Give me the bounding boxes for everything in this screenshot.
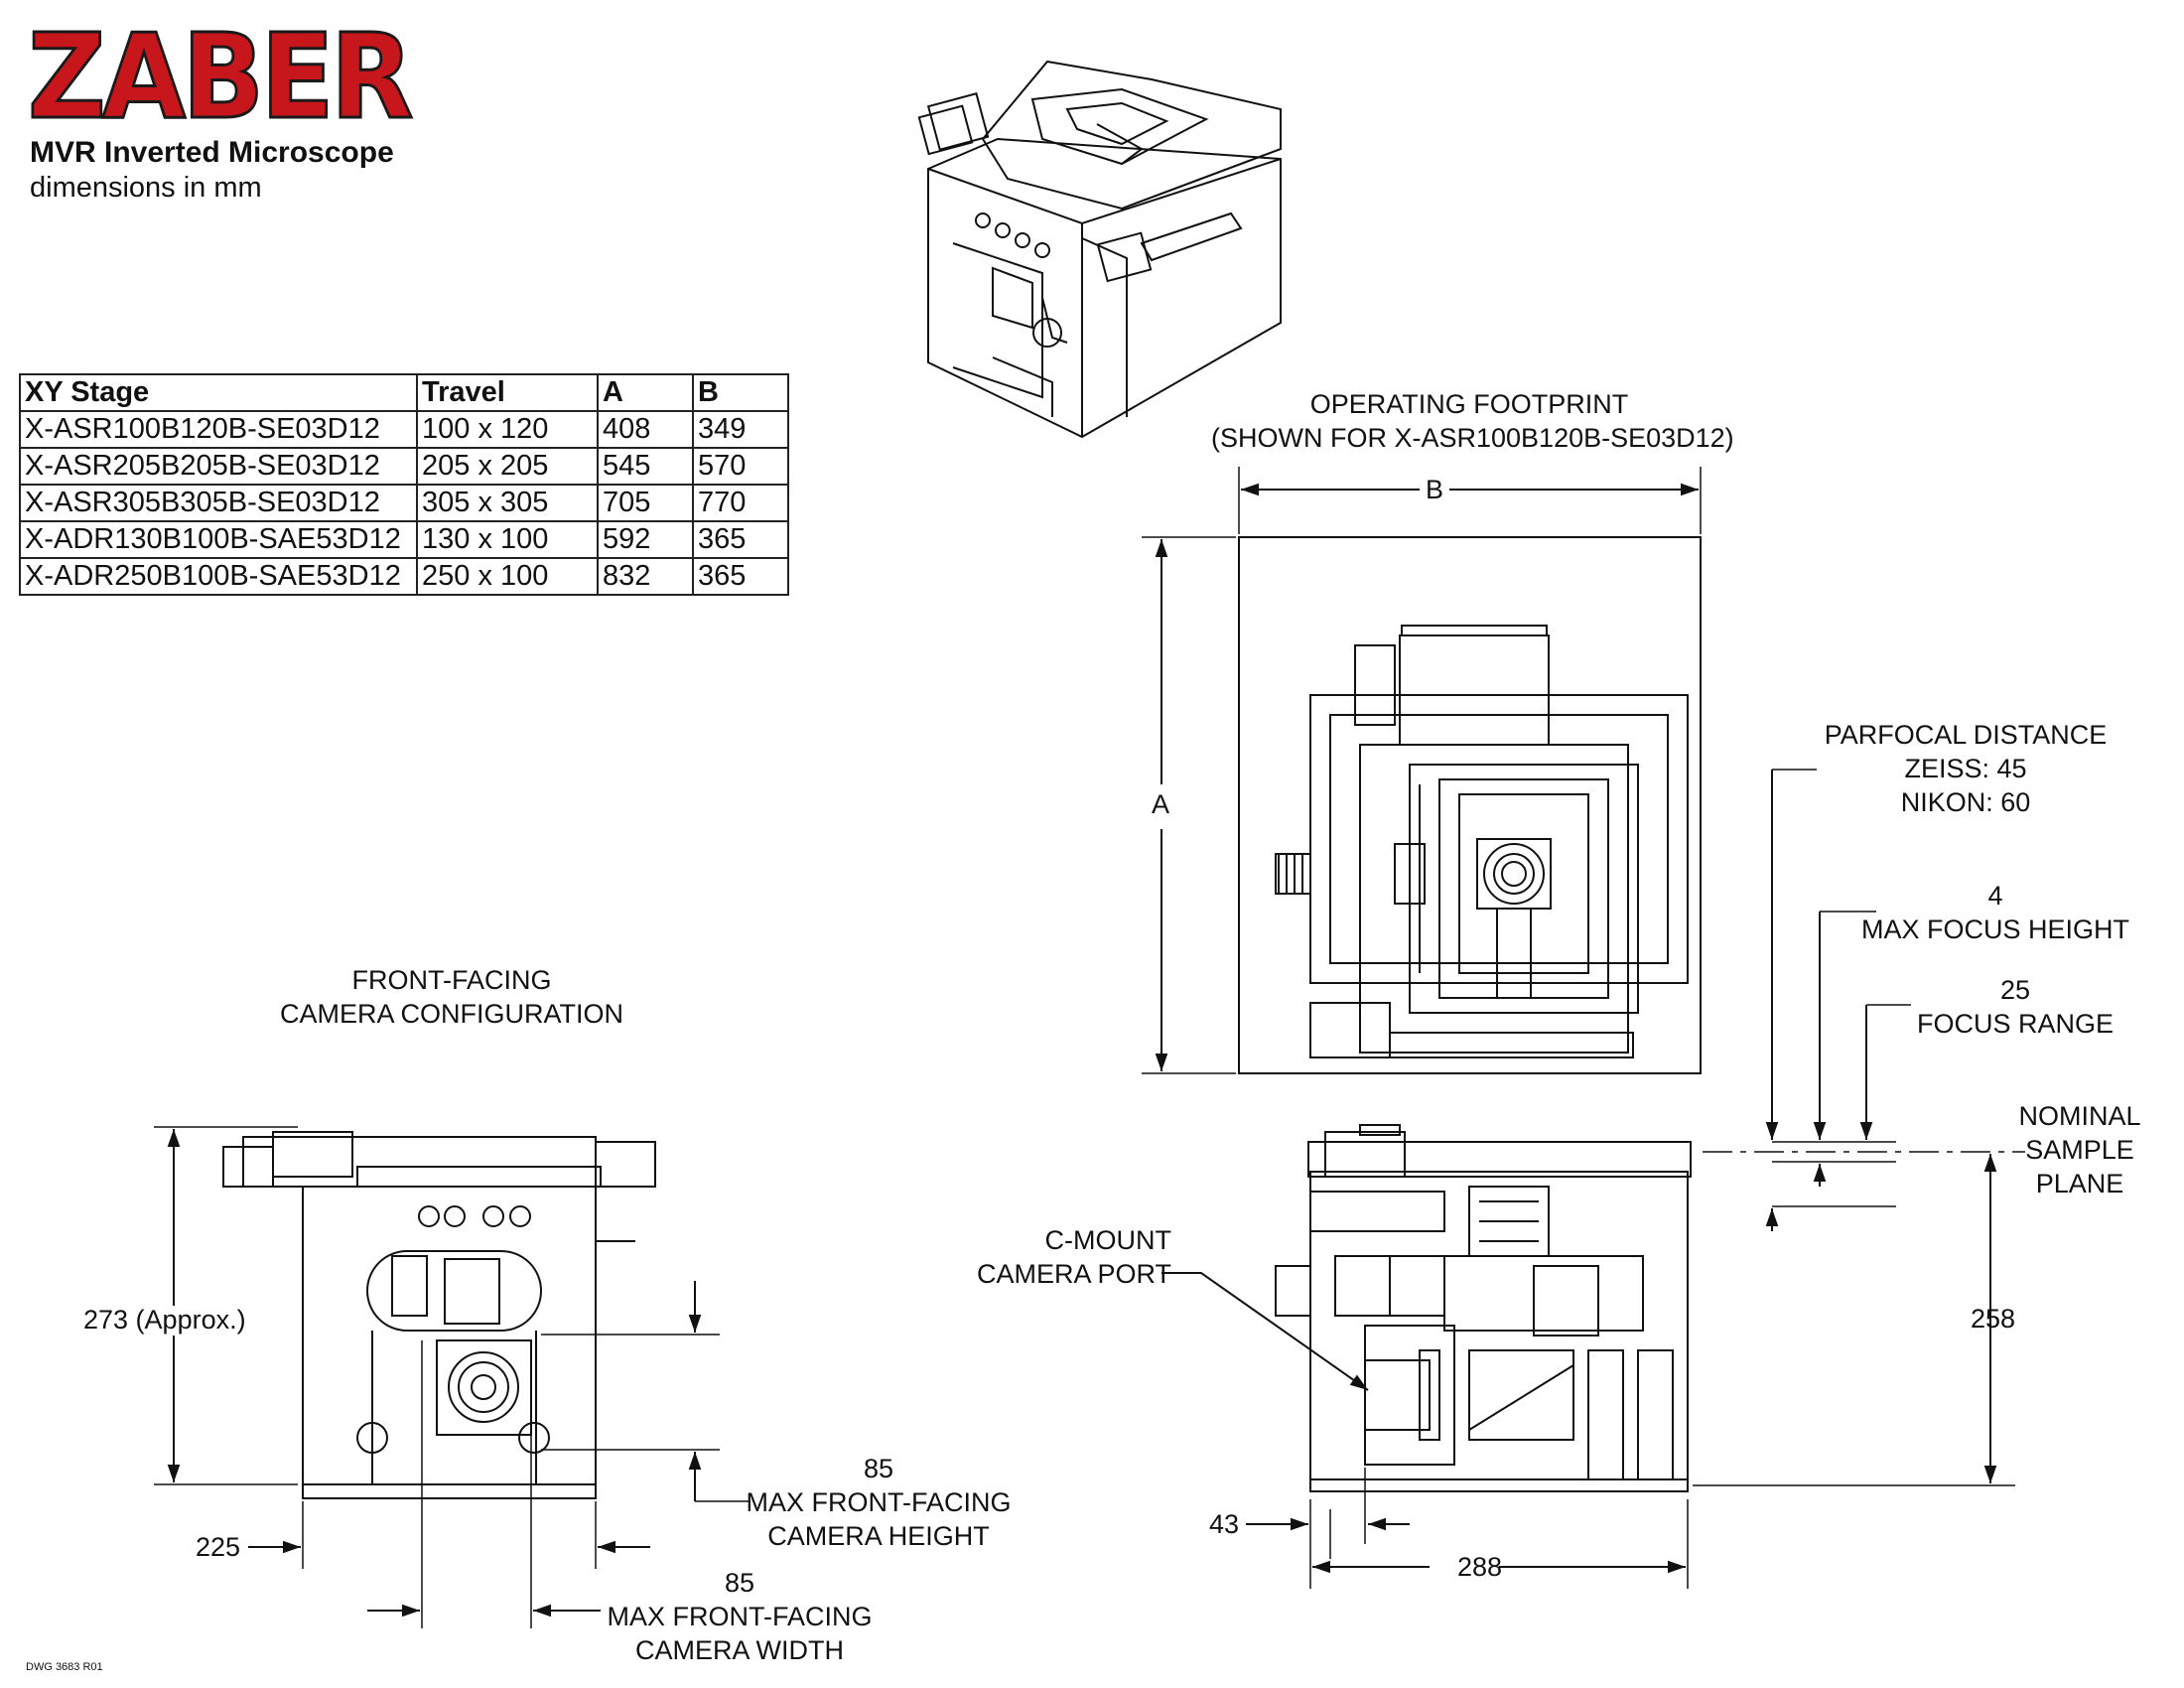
table-cell: 100 x 120 xyxy=(416,410,599,449)
front-height-dimension: 273 (Approx.) xyxy=(83,1305,246,1335)
cmount-callout: C-MOUNT CAMERA PORT xyxy=(943,1223,1171,1291)
table-cell: 305 x 305 xyxy=(416,484,599,522)
side-width-dimension: 288 xyxy=(1457,1552,1503,1582)
table-cell: 250 x 100 xyxy=(416,557,599,596)
table-row: X-ASR100B120B-SE03D12 100 x 120 408 349 xyxy=(19,410,789,449)
column-header: A xyxy=(597,373,694,412)
table-cell: 365 xyxy=(692,557,789,596)
front-view-title: FRONT-FACING CAMERA CONFIGURATION xyxy=(253,963,650,1031)
table-cell: X-ADR250B100B-SAE53D12 xyxy=(19,557,418,596)
table-cell: 408 xyxy=(597,410,694,449)
camera-height-callout: 85 MAX FRONT-FACING CAMERA HEIGHT xyxy=(730,1452,1027,1553)
front-view-title-line2: CAMERA CONFIGURATION xyxy=(279,999,624,1029)
drawing-number: DWG 3683 R01 xyxy=(26,1661,103,1673)
table-cell: 205 x 205 xyxy=(416,447,599,486)
cmount-line1: C-MOUNT xyxy=(1044,1225,1171,1255)
front-camera-view xyxy=(154,1126,750,1628)
side-offset-dimension: 43 xyxy=(1209,1509,1240,1539)
dim-a-label: A xyxy=(1152,789,1170,819)
front-offset-dimension: 225 xyxy=(196,1532,241,1562)
focus-height-label: MAX FOCUS HEIGHT xyxy=(1860,914,2129,944)
parfocal-line3: NIKON: 60 xyxy=(1900,787,2031,817)
table-cell: X-ASR205B205B-SE03D12 xyxy=(19,447,418,486)
focus-range-label: FOCUS RANGE xyxy=(1916,1009,2115,1039)
focus-height-callout: 4 MAX FOCUS HEIGHT xyxy=(1846,879,2144,946)
camera-width-value: 85 xyxy=(724,1568,755,1598)
camera-width-line2: CAMERA WIDTH xyxy=(634,1635,844,1665)
table-row: X-ASR205B205B-SE03D12 205 x 205 545 570 xyxy=(19,447,789,486)
column-header: XY Stage xyxy=(19,373,418,412)
side-view xyxy=(1161,769,2025,1589)
footprint-title-line1: OPERATING FOOTPRINT xyxy=(1309,389,1629,419)
table-cell: 365 xyxy=(692,520,789,559)
parfocal-callout: PARFOCAL DISTANCE ZEISS: 45 NIKON: 60 xyxy=(1777,718,2154,819)
isometric-view xyxy=(917,60,1282,439)
parfocal-line2: ZEISS: 45 xyxy=(1904,754,2027,783)
nominal-sample-plane-label: NOMINAL SAMPLE PLANE xyxy=(1995,1099,2164,1200)
nominal-line3: PLANE xyxy=(2035,1169,2124,1198)
dim-b-label: B xyxy=(1426,475,1444,504)
camera-height-value: 85 xyxy=(863,1454,894,1483)
footprint-title: OPERATING FOOTPRINT (SHOWN FOR X-ASR100B… xyxy=(1211,387,1734,455)
camera-height-line2: CAMERA HEIGHT xyxy=(767,1521,990,1551)
xy-stage-table: XY Stage Travel A B X-ASR100B120B-SE03D1… xyxy=(19,373,789,596)
table-row: X-ADR250B100B-SAE53D12 250 x 100 832 365 xyxy=(19,557,789,596)
column-header: Travel xyxy=(416,373,599,412)
table-row: X-ADR130B100B-SAE53D12 130 x 100 592 365 xyxy=(19,520,789,559)
nominal-line2: SAMPLE xyxy=(2025,1135,2134,1165)
front-view-title-line1: FRONT-FACING xyxy=(351,965,552,995)
table-cell: 770 xyxy=(692,484,789,522)
table-cell: 570 xyxy=(692,447,789,486)
camera-height-line1: MAX FRONT-FACING xyxy=(746,1487,1012,1517)
column-header: B xyxy=(692,373,789,412)
table-cell: 130 x 100 xyxy=(416,520,599,559)
table-cell: X-ASR100B120B-SE03D12 xyxy=(19,410,418,449)
focus-height-value: 4 xyxy=(1987,881,2003,911)
table-cell: X-ADR130B100B-SAE53D12 xyxy=(19,520,418,559)
footprint-title-line2: (SHOWN FOR X-ASR100B120B-SE03D12) xyxy=(1211,423,1734,453)
table-row: X-ASR305B305B-SE03D12 305 x 305 705 770 xyxy=(19,484,789,522)
table-header-row: XY Stage Travel A B xyxy=(19,373,789,412)
table-cell: 592 xyxy=(597,520,694,559)
side-height-dimension: 258 xyxy=(1971,1304,2016,1334)
table-cell: X-ASR305B305B-SE03D12 xyxy=(19,484,418,522)
camera-width-callout: 85 MAX FRONT-FACING CAMERA WIDTH xyxy=(591,1566,888,1667)
camera-width-line1: MAX FRONT-FACING xyxy=(607,1602,873,1631)
table-cell: 832 xyxy=(597,557,694,596)
focus-range-callout: 25 FOCUS RANGE xyxy=(1866,973,2164,1041)
drawing-title: MVR Inverted Microscope xyxy=(30,136,394,169)
zaber-logo: ZABER xyxy=(27,8,415,145)
parfocal-line1: PARFOCAL DISTANCE xyxy=(1824,720,2108,750)
nominal-line1: NOMINAL xyxy=(2018,1101,2141,1131)
footprint-view xyxy=(1142,467,1702,1074)
table-cell: 545 xyxy=(597,447,694,486)
focus-range-value: 25 xyxy=(1999,975,2031,1005)
cmount-line2: CAMERA PORT xyxy=(976,1259,1171,1289)
table-cell: 705 xyxy=(597,484,694,522)
units-note: dimensions in mm xyxy=(30,172,262,204)
table-cell: 349 xyxy=(692,410,789,449)
